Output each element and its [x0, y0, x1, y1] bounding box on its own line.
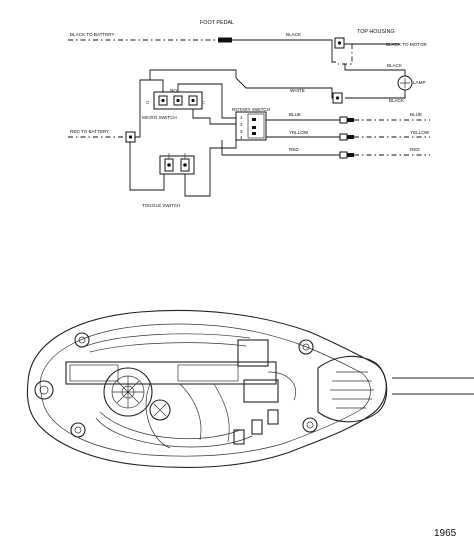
red-wire-label: RED	[289, 147, 299, 152]
lamp-connector	[332, 92, 343, 104]
toggle-switch	[159, 153, 195, 175]
rotary-switch: 1 2 3 4	[235, 111, 267, 141]
top-housing-connector	[334, 37, 345, 49]
wire-connector-3	[267, 409, 279, 425]
rotary-pin-2: 2	[240, 122, 243, 127]
mounting-boss-right-bottom	[302, 417, 318, 433]
blue-wire-label: BLUE	[289, 112, 301, 117]
rotary-gear	[103, 367, 153, 417]
rotary-switch-label: ROTARY SWITCH	[232, 107, 270, 112]
wiring-schematic: FOOT PEDAL TOP HOUSING BLACK TO BATTERY …	[68, 20, 430, 208]
battery-terminal-connector	[125, 131, 136, 143]
nose-vents	[330, 371, 374, 409]
lamp-black-upper-label: BLACK	[387, 63, 403, 68]
mounting-boss-right-top	[298, 339, 314, 355]
white-wire-label: WHITE	[290, 88, 305, 93]
rotary-pin-3: 3	[240, 129, 243, 134]
micro-no-label: NO	[170, 88, 177, 93]
rotary-pin-4: 4	[240, 135, 243, 140]
red-motor-label: RED	[410, 147, 420, 152]
motor-housing-illustration	[26, 309, 474, 469]
black-wire-label: BLACK	[286, 32, 302, 37]
yellow-wire-label: YELLOW	[289, 130, 309, 135]
lamp-wire-lower	[345, 90, 406, 99]
black-motor-wire	[232, 39, 336, 63]
top-housing-label: TOP HOUSING	[357, 29, 395, 35]
mounting-boss-bottom	[70, 422, 86, 438]
wire-connector-1	[233, 429, 245, 445]
in-line-fuse	[218, 37, 232, 43]
bullet-connector-red	[339, 151, 354, 159]
red-to-battery-label: RED TO BATTERY	[70, 129, 109, 134]
micro-switch	[153, 91, 203, 110]
terminal-block	[237, 339, 269, 367]
nose-cone	[317, 355, 388, 423]
lamp-label: LAMP	[413, 80, 426, 85]
resistor-block	[243, 379, 279, 403]
wire-connector-2	[251, 419, 263, 435]
micro-switch-label: MICRO SWITCH	[142, 115, 177, 120]
mounting-boss-left	[34, 380, 54, 400]
output-shaft	[392, 377, 474, 395]
lamp-black-lower-label: BLACK	[389, 98, 405, 103]
yellow-motor-label: YELLOW	[410, 130, 430, 135]
micro-c-label: C	[146, 100, 150, 105]
switch-bracket	[65, 361, 277, 385]
bullet-connector-yellow	[339, 133, 354, 141]
diagram-number: 1965	[434, 528, 457, 539]
bullet-connector-blue	[339, 116, 354, 124]
toggle-switch-label: TOGGLE SWITCH	[142, 203, 180, 208]
white-wire	[149, 69, 333, 99]
black-to-battery-label: BLACK TO BATTERY	[70, 32, 115, 37]
lamp-wire-upper	[344, 64, 406, 76]
lamp-symbol	[397, 75, 413, 91]
red-lead-left	[221, 140, 340, 156]
mounting-boss-top	[74, 332, 90, 348]
foot-pedal-label: FOOT PEDAL	[200, 20, 234, 26]
housing-shell	[26, 309, 387, 469]
wire-harness	[85, 333, 296, 449]
speed-dial	[149, 399, 171, 421]
black-to-motor-label: BLACK TO MOTOR	[386, 42, 428, 47]
rotary-pin-1: 1	[240, 115, 243, 120]
blue-motor-label: BLUE	[410, 112, 422, 117]
